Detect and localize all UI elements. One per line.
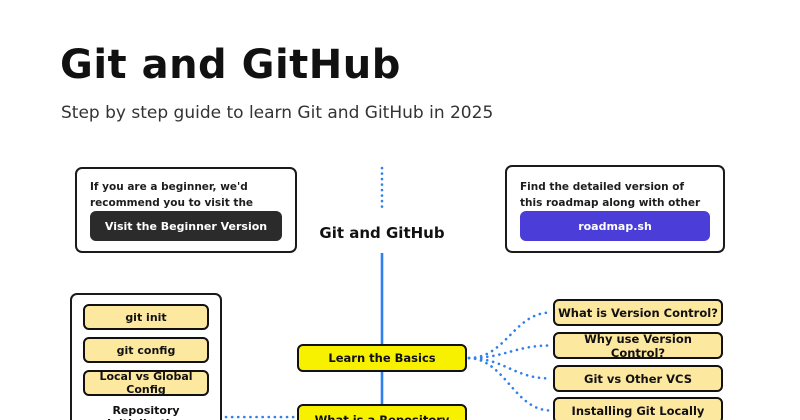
node-git-config[interactable]: git config <box>83 337 209 363</box>
node-learn-the-basics[interactable]: Learn the Basics <box>297 344 467 372</box>
roadmap-sh-button[interactable]: roadmap.sh <box>520 211 710 241</box>
node-why-use-version-control[interactable]: Why use Version Control? <box>553 332 723 360</box>
node-local-vs-global-config[interactable]: Local vs Global Config <box>83 370 209 396</box>
beginner-note-card: If you are a beginner, we'd recommend yo… <box>75 167 297 253</box>
root-node-git-and-github[interactable]: Git and GitHub <box>319 224 445 242</box>
node-what-is-version-control[interactable]: What is Version Control? <box>553 299 723 326</box>
roadmap-note-card: Find the detailed version of this roadma… <box>505 165 725 253</box>
node-git-init[interactable]: git init <box>83 304 209 330</box>
node-git-vs-other-vcs[interactable]: Git vs Other VCS <box>553 365 723 392</box>
repository-initialization-group: git init git config Local vs Global Conf… <box>70 293 222 420</box>
page-title: Git and GitHub <box>60 42 401 88</box>
repository-initialization-label[interactable]: Repository Initialization <box>107 404 185 420</box>
visit-beginner-version-button[interactable]: Visit the Beginner Version <box>90 211 282 241</box>
node-installing-git-locally[interactable]: Installing Git Locally <box>553 397 723 420</box>
page-subtitle: Step by step guide to learn Git and GitH… <box>61 103 494 123</box>
node-what-is-a-repository[interactable]: What is a Repository <box>297 404 467 420</box>
